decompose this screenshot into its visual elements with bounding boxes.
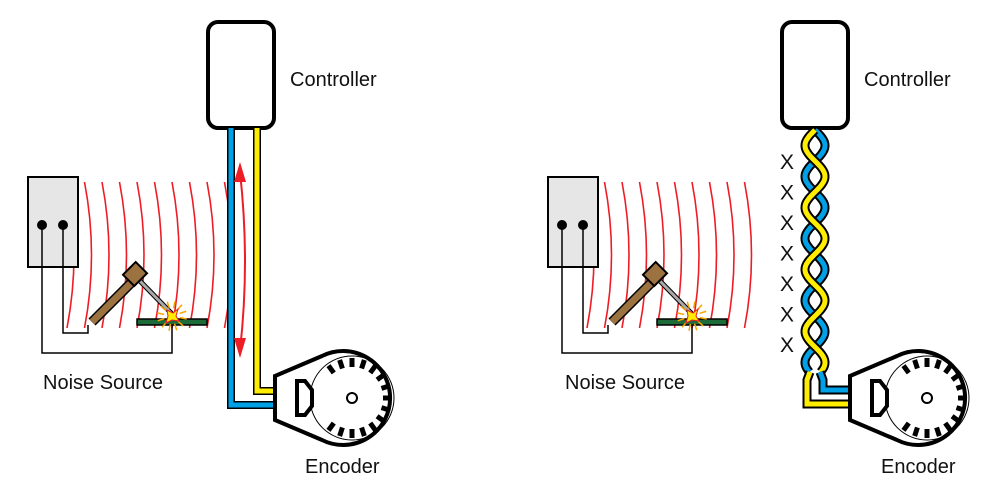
ground-lead bbox=[41, 225, 173, 354]
encoder-slot bbox=[950, 414, 961, 424]
encoder-slot bbox=[359, 359, 367, 370]
spark-icon bbox=[157, 301, 187, 331]
encoder-slot bbox=[337, 426, 345, 437]
encoder-label: Encoder bbox=[305, 456, 380, 478]
spark-icon bbox=[677, 301, 707, 331]
encoder-slot bbox=[375, 372, 386, 382]
encoder-slot bbox=[934, 359, 942, 370]
encoder-slot bbox=[380, 383, 391, 391]
encoder-slot bbox=[326, 364, 336, 375]
encoder-slot bbox=[943, 364, 953, 375]
twist-mark: X bbox=[780, 273, 794, 296]
welder-head bbox=[641, 260, 669, 288]
noise-arc bbox=[188, 181, 198, 329]
encoder-slot bbox=[955, 405, 966, 413]
encoder-shaft bbox=[921, 392, 933, 404]
yellow-wire bbox=[802, 128, 828, 374]
left-panel-untwisted: Noise Source Controller Encoder bbox=[27, 20, 395, 478]
twist-mark: X bbox=[780, 334, 794, 357]
encoder bbox=[848, 349, 970, 447]
welder-head bbox=[121, 260, 149, 288]
encoder-shaft bbox=[346, 392, 358, 404]
encoder-slot bbox=[337, 359, 345, 370]
noise-arc bbox=[638, 181, 648, 329]
welder-handle bbox=[609, 278, 656, 325]
noise-arc bbox=[708, 181, 718, 329]
noise-source: Noise Source bbox=[547, 176, 728, 394]
encoder-slot bbox=[934, 426, 942, 437]
noise-source: Noise Source bbox=[27, 176, 208, 394]
noise-arc bbox=[206, 181, 215, 329]
encoder bbox=[273, 349, 395, 447]
blue-wire bbox=[228, 128, 278, 408]
encoder-sensor bbox=[295, 379, 314, 417]
encoder-slot bbox=[359, 426, 367, 437]
encoder-housing bbox=[848, 349, 968, 447]
encoder-slot bbox=[950, 372, 961, 382]
parallel-wires bbox=[227, 128, 278, 409]
encoder-slot bbox=[380, 405, 391, 413]
welder-handle bbox=[89, 278, 136, 325]
noise-field-arcs bbox=[66, 181, 233, 329]
encoder-slot bbox=[375, 414, 386, 424]
noise-field-arcs bbox=[586, 181, 753, 329]
encoder-slot bbox=[368, 421, 378, 432]
noise-source-label: Noise Source bbox=[43, 372, 163, 394]
encoder-slot bbox=[912, 426, 920, 437]
twist-mark: X bbox=[780, 151, 794, 174]
twisted-pair-wires bbox=[800, 126, 853, 409]
noise-source-label: Noise Source bbox=[565, 372, 685, 394]
encoder-slot bbox=[368, 364, 378, 375]
encoder-slot bbox=[901, 421, 911, 432]
encoder-label: Encoder bbox=[881, 456, 956, 478]
electrode-rod bbox=[658, 279, 695, 317]
twist-mark: X bbox=[780, 304, 794, 327]
noise-arc bbox=[656, 181, 665, 329]
electrode-lead bbox=[62, 225, 89, 334]
noise-arc bbox=[171, 181, 180, 329]
encoder-slot bbox=[901, 364, 911, 375]
noise-arc bbox=[153, 181, 163, 329]
noise-arc bbox=[726, 181, 735, 329]
twist-mark: X bbox=[780, 212, 794, 235]
encoder-sensor bbox=[870, 379, 889, 417]
electrode-rod bbox=[138, 279, 175, 317]
yellow-wire bbox=[254, 128, 278, 394]
noise-arc bbox=[83, 181, 93, 329]
encoder-slot bbox=[943, 421, 953, 432]
noise-arc bbox=[118, 181, 128, 329]
encoder-housing bbox=[273, 349, 393, 447]
noise-arc bbox=[136, 181, 145, 329]
noise-arc bbox=[673, 181, 683, 329]
encoder-slot bbox=[326, 421, 336, 432]
encoder-slot bbox=[955, 383, 966, 391]
noise-arc bbox=[743, 181, 753, 329]
twist-mark: X bbox=[780, 243, 794, 266]
noise-source-box bbox=[547, 176, 599, 268]
twist-mark: X bbox=[780, 182, 794, 205]
noise-arc bbox=[603, 181, 613, 329]
controller-label: Controller bbox=[290, 69, 377, 91]
controller-label: Controller bbox=[864, 69, 951, 91]
noise-source-box bbox=[27, 176, 79, 268]
induced-noise-arrow bbox=[234, 162, 246, 358]
controller-box bbox=[780, 20, 850, 130]
controller-box bbox=[206, 20, 276, 130]
noise-arc bbox=[691, 181, 700, 329]
encoder-slot bbox=[912, 359, 920, 370]
